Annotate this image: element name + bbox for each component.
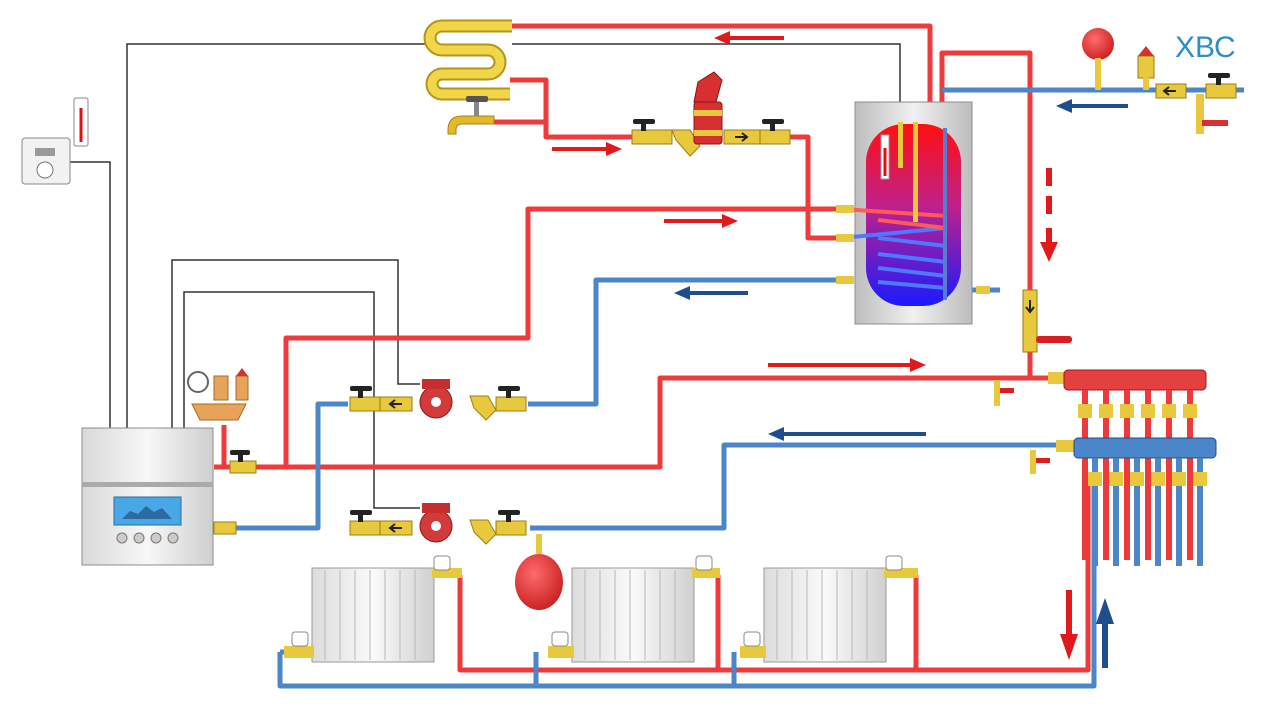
pump-dhw-circuit xyxy=(349,379,527,421)
cold-water-inlet-group xyxy=(1082,28,1237,134)
pipe-radiator-return xyxy=(277,480,1097,689)
arrow-hot-radiators xyxy=(1060,590,1078,660)
arrow-hot-down-dashed-2 xyxy=(1046,196,1052,214)
arrow-hot-manifold xyxy=(768,358,926,372)
pipe-boiler-to-coil xyxy=(214,206,842,470)
wire-pump-dhw xyxy=(171,259,420,430)
cold-water-supply-label: ХВС xyxy=(1175,31,1236,64)
arrow-cold-manifold xyxy=(768,427,926,441)
wire-thermostat xyxy=(70,161,111,430)
radiator-2 xyxy=(548,555,720,663)
expansion-tank-heating xyxy=(515,534,563,610)
arrow-hot-recirc xyxy=(552,142,622,156)
recirculation-group xyxy=(631,71,791,157)
supply-manifold xyxy=(994,369,1207,560)
room-thermostat xyxy=(21,137,71,185)
arrow-hot-down-head xyxy=(1040,228,1058,262)
pipe-recirc-to-tank-coil xyxy=(790,134,842,241)
return-manifold xyxy=(1030,437,1217,566)
pipe-manifold-return xyxy=(530,442,1060,531)
pipe-towel-rail-to-recirc xyxy=(510,77,640,140)
arrow-cold-coil xyxy=(674,286,748,300)
cold-flow-arrows xyxy=(674,99,1128,668)
arrow-hot-down-dashed-1 xyxy=(1046,168,1052,186)
arrow-cold-up xyxy=(1096,598,1114,668)
boiler-valves xyxy=(213,450,257,535)
gas-boiler xyxy=(81,427,214,566)
radiator-3 xyxy=(740,555,918,663)
pipe-dhw-pump-return xyxy=(214,401,348,531)
heated-towel-rail xyxy=(423,19,512,101)
room-thermometer xyxy=(73,97,89,147)
arrow-hot-coil xyxy=(664,214,738,228)
boiler-tank xyxy=(836,101,990,325)
pipe-coil-return xyxy=(528,277,842,407)
hot-water-tap xyxy=(447,96,495,135)
radiator-1 xyxy=(284,555,462,663)
hot-supply-valve xyxy=(1022,289,1072,353)
pipe-floor-hot-return xyxy=(457,480,1091,673)
boiler-safety-group xyxy=(187,368,249,421)
hot-pipes xyxy=(214,23,1091,673)
wire-boiler-to-tank-sensor xyxy=(126,43,432,430)
pipe-tank-to-towel-rail xyxy=(512,23,933,128)
pump-heating-circuit xyxy=(349,503,527,545)
hot-flow-arrows xyxy=(552,31,1078,660)
pipe-boiler-to-manifold xyxy=(214,375,1060,470)
arrow-hot-top-left xyxy=(714,31,784,45)
arrow-cold-supply xyxy=(1056,99,1128,113)
wire-pump-heating xyxy=(183,291,420,509)
